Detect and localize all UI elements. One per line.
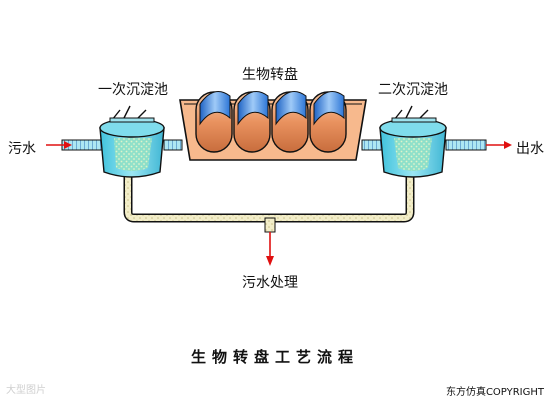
influent-label: 污水 — [8, 141, 36, 157]
primary-clarifier-label: 一次沉淀池 — [98, 82, 168, 98]
influent-arrow-head — [64, 141, 72, 149]
sludge-treatment-label: 污水处理 — [242, 275, 298, 291]
rbc-drum — [309, 91, 347, 153]
effluent-label: 出水 — [516, 141, 544, 157]
effluent-pipe — [445, 139, 512, 151]
rbc-label: 生物转盘 — [242, 67, 298, 83]
rbc-unit — [179, 91, 367, 161]
effluent-arrow-head — [504, 141, 512, 149]
figure-caption: 生物转盘工艺流程 — [190, 348, 359, 366]
primary-clarifier-tank — [99, 105, 165, 178]
influent-pipe — [46, 139, 103, 151]
rbc-drums — [195, 91, 347, 153]
copyright-notice: 东方仿真COPYRIGHT — [445, 387, 544, 398]
rbc-drum — [233, 91, 271, 153]
sludge-line — [123, 176, 415, 266]
pipe-primary-to-rbc — [163, 139, 183, 151]
pipe-rbc-to-secondary — [361, 139, 383, 151]
rbc-drum — [195, 91, 233, 153]
rbc-drum — [271, 91, 309, 153]
secondary-clarifier-tank — [379, 105, 447, 178]
sludge-arrow-head — [266, 256, 274, 266]
watermark: 大型图片 — [6, 385, 46, 396]
secondary-clarifier-label: 二次沉淀池 — [378, 82, 448, 98]
